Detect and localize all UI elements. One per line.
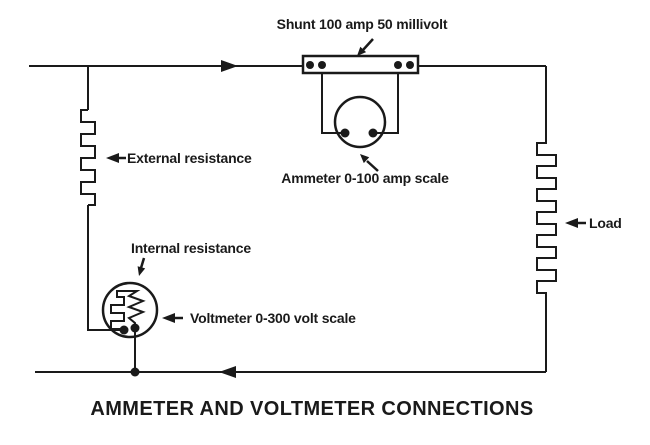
voltmeter-pointer-arrow-icon bbox=[162, 313, 183, 323]
shunt-terminal-dot bbox=[394, 61, 402, 69]
ammeter-lead-left bbox=[321, 73, 345, 134]
ammeter-terminal-dot bbox=[340, 128, 350, 138]
shunt-terminal-dot bbox=[318, 61, 326, 69]
load-pointer-arrow-icon bbox=[565, 218, 586, 228]
load-resistor bbox=[536, 66, 557, 372]
ammeter-pointer-arrow-icon bbox=[360, 154, 379, 172]
external-resistance-label: External resistance bbox=[127, 150, 252, 166]
external-resistor bbox=[80, 109, 96, 206]
ammeter-terminal-dot bbox=[368, 128, 378, 138]
wire-left-lower bbox=[87, 205, 124, 331]
voltmeter-label: Voltmeter 0-300 volt scale bbox=[190, 310, 356, 326]
diagram-title: AMMETER AND VOLTMETER CONNECTIONS bbox=[90, 398, 534, 420]
junction-dot bbox=[130, 367, 140, 377]
voltmeter-internal-resistance-symbol bbox=[110, 290, 146, 330]
ammeter-label: Ammeter 0-100 amp scale bbox=[281, 170, 449, 186]
load-label: Load bbox=[589, 215, 622, 231]
ammeter-circle bbox=[333, 95, 387, 149]
shunt-rect bbox=[301, 54, 420, 75]
shunt-terminal-dot bbox=[306, 61, 314, 69]
voltmeter-terminal-dot bbox=[130, 323, 140, 333]
external-resistance-pointer-arrow-icon bbox=[106, 153, 126, 163]
current-direction-arrow-right-icon bbox=[221, 60, 238, 72]
shunt-pointer-arrow-icon bbox=[357, 38, 374, 56]
shunt-terminal-dot bbox=[406, 61, 414, 69]
internal-resistance-pointer-arrow-icon bbox=[137, 257, 146, 276]
shunt-label: Shunt 100 amp 50 millivolt bbox=[276, 16, 448, 32]
internal-resistance-label: Internal resistance bbox=[131, 240, 251, 256]
ammeter-lead-right bbox=[373, 73, 399, 134]
current-direction-arrow-left-icon bbox=[219, 366, 236, 378]
voltmeter-terminal-dot bbox=[119, 325, 129, 335]
